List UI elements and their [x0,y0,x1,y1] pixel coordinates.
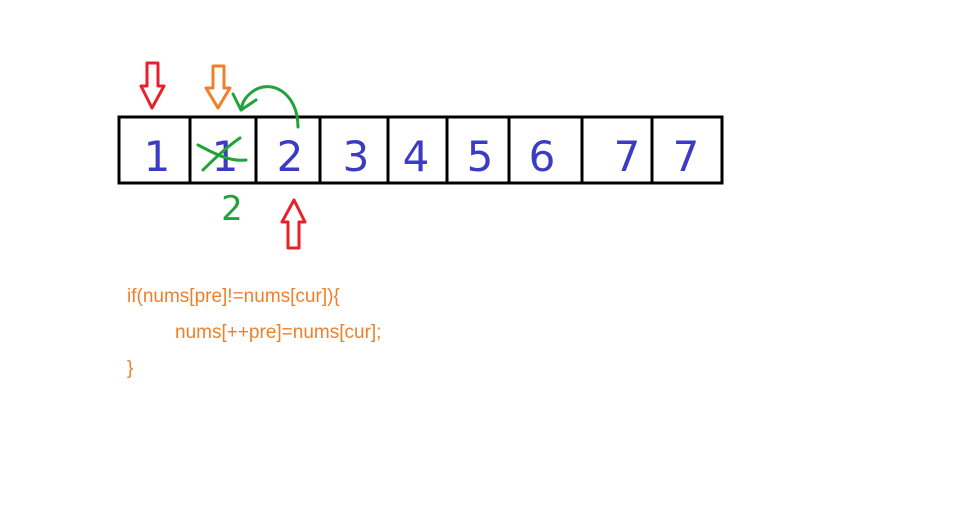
array-dividers [188,117,654,183]
red-up-arrow-icon [280,198,307,250]
code-line-close-brace: } [127,358,134,379]
array-cell-6: 6 [529,132,556,181]
array-outline [117,115,724,185]
code-line-assignment: nums[++pre]=nums[cur]; [175,322,382,343]
green-x-mark-icon [196,136,248,172]
code-line-condition: if(nums[pre]!=nums[cur]){ [127,286,340,307]
red-down-arrow-icon [139,61,166,110]
array-cell-3: 3 [343,132,370,181]
replacement-value: 2 [221,189,243,229]
array-cell-8: 7 [673,132,700,181]
array-cell-0: 1 [144,132,171,181]
array-cell-7: 7 [614,132,641,181]
array-cell-4: 4 [403,132,430,181]
array-cell-5: 5 [467,132,494,181]
array-cell-2: 2 [277,132,304,181]
orange-down-arrow-icon [204,64,232,110]
green-curved-arrow-icon [231,85,300,129]
